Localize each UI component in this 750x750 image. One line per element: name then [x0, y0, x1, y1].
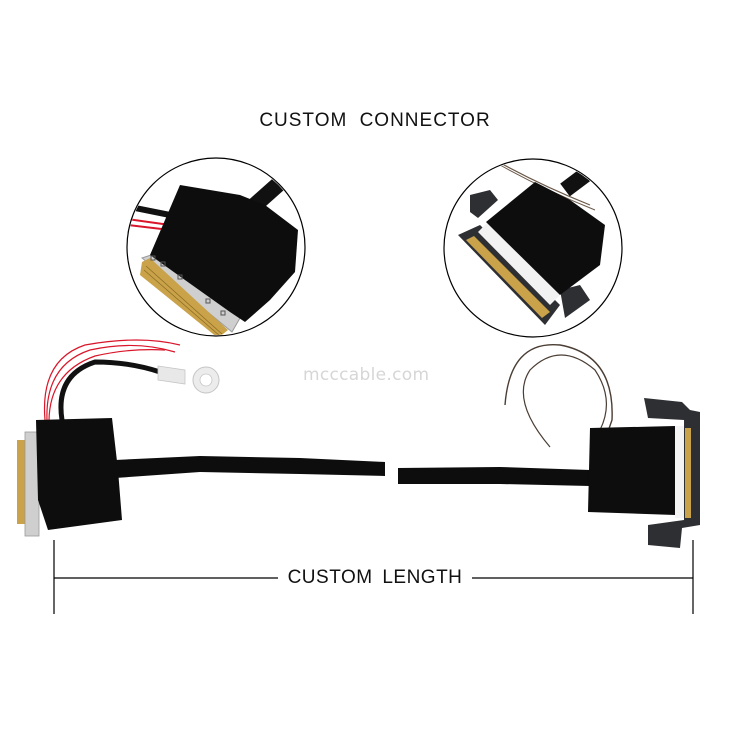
- dimension-label-text: CUSTOM LENGTH: [277, 567, 473, 588]
- left-connector-detail-callout: [126, 157, 306, 337]
- right-connector-assembly: [398, 343, 700, 548]
- right-connector-detail-callout: [443, 158, 623, 338]
- page-title: CUSTOM CONNECTOR: [259, 110, 491, 131]
- watermark-text: mcccable.com: [303, 365, 430, 385]
- dimension-label: CUSTOM LENGTH: [0, 567, 750, 589]
- left-connector-assembly: [17, 339, 385, 537]
